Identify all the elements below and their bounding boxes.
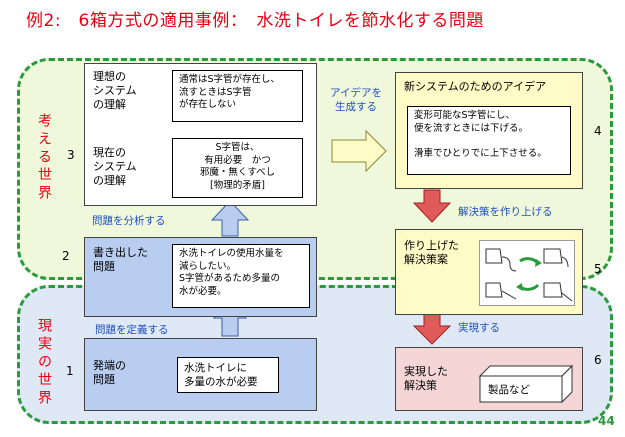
new-idea-label: 新システムのためのアイデア <box>404 80 547 93</box>
up-arrow-analyze <box>210 200 250 237</box>
box1-original-problem: 発端の 問題 水洗トイレに 多量の水が必要 <box>84 338 317 411</box>
page-number: 44 <box>598 414 615 428</box>
realized-solution-label: 実現した 解決策 <box>404 365 448 392</box>
original-problem-text: 水洗トイレに 多量の水が必要 <box>177 357 279 393</box>
written-problem-text: 水洗トイレの使用水量を 減らしたい。 S字管があるため多量の 水が必要。 <box>172 244 310 308</box>
arrow-label-build: 解決策を作り上げる <box>458 206 553 218</box>
think-world-label: 考える世界 <box>36 113 52 203</box>
box3-number: 3 <box>67 148 75 162</box>
arrow-label-analyze: 問題を分析する <box>92 215 166 227</box>
box6-number: 6 <box>594 353 602 367</box>
box3-system-understanding: 理想の システム の理解 通常はS字管が存在し、 流すときはS字管 が存在しない… <box>84 63 317 206</box>
product-box-icon <box>478 364 574 404</box>
down-arrow-realize <box>412 312 452 345</box>
box2-written-problem: 書き出した 問題 水洗トイレの使用水量を 減らしたい。 S字管があるため多量の … <box>84 237 317 317</box>
ideal-system-text: 通常はS字管が存在し、 流すときはS字管 が存在しない <box>172 70 303 122</box>
arrow-label-idea: アイデアを 生成する <box>330 87 382 113</box>
arrow-label-define: 問題を定義する <box>95 324 169 336</box>
right-arrow-idea <box>331 129 387 173</box>
real-world-label: 現実の世界 <box>36 318 52 408</box>
solution-illustration <box>479 240 575 306</box>
original-problem-label: 発端の 問題 <box>93 359 126 386</box>
product-text: 製品など <box>488 384 530 396</box>
toilet-pipe-diagram-icon <box>485 248 573 302</box>
box6-realized-solution: 実現した 解決策 製品など <box>395 347 583 411</box>
box2-number: 2 <box>62 249 70 263</box>
box4-number: 4 <box>594 124 602 138</box>
arrow-label-realize: 実現する <box>458 322 500 334</box>
box5-built-solution: 作り上げた 解決策案 <box>395 229 583 315</box>
box5-number: 5 <box>594 262 602 276</box>
new-idea-text: 変形可能なS字管にし、 便を流すときには下げる。 滑車でひとりでに上下させる。 <box>407 106 571 175</box>
current-system-text: S字管は、 有用必要 かつ 邪魔・無くすべし [物理的矛盾] <box>172 138 303 198</box>
written-problem-label: 書き出した 問題 <box>93 246 148 273</box>
box1-number: 1 <box>66 364 74 378</box>
ideal-system-label: 理想の システム の理解 <box>93 70 137 111</box>
down-arrow-build <box>412 189 452 223</box>
built-solution-label: 作り上げた 解決策案 <box>404 239 459 266</box>
current-system-label: 現在の システム の理解 <box>93 146 137 187</box>
slide-title: 例2: 6箱方式の適用事例： 水洗トイレを節水化する問題 <box>26 11 484 31</box>
box4-new-idea: 新システムのためのアイデア 変形可能なS字管にし、 便を流すときには下げる。 滑… <box>395 72 583 189</box>
